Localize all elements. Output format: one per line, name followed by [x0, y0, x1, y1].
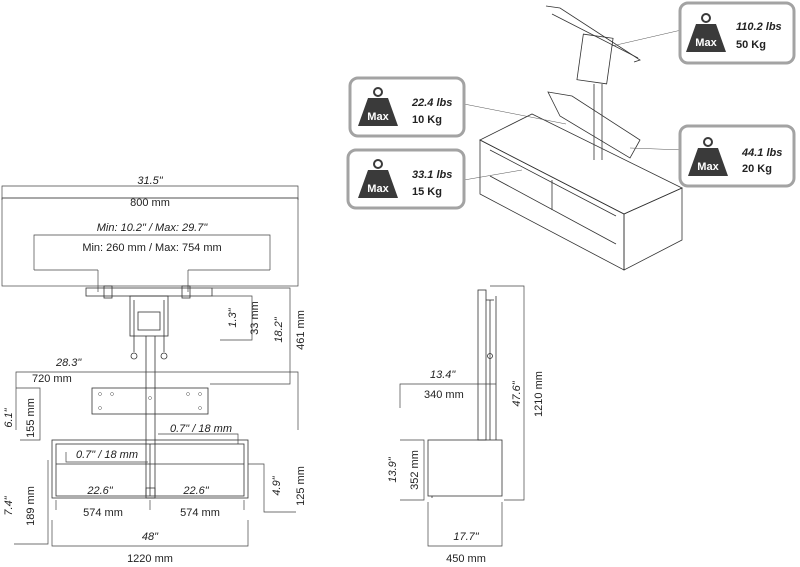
upper-height-mm: 461 mm — [295, 310, 307, 350]
max-weight-icon: Max — [358, 87, 398, 126]
shelf-width-mm: 720 mm — [32, 373, 72, 385]
side-view: 13.4" 340 mm 47.6" 1210 mm 13.9" 352 mm … — [387, 285, 545, 565]
side-total-height-mm: 1210 mm — [533, 371, 545, 417]
upper-height-inch: 18.2" — [273, 316, 285, 342]
base-height-mm: 189 mm — [25, 486, 37, 526]
side-depth-upper-mm: 340 mm — [424, 389, 464, 401]
base-height-inch: 7.4" — [3, 495, 15, 515]
side-depth-upper-inch: 13.4" — [430, 369, 456, 381]
tv-max-kg: 50 Kg — [736, 39, 766, 51]
weight-badge-tv: Max 110.2 lbs 50 Kg — [611, 1, 796, 65]
compartment-right-mm: 574 mm — [180, 507, 220, 519]
bracket-height-mm: 33 mm — [249, 301, 261, 335]
side-total-height-inch: 47.6" — [511, 380, 523, 406]
front-view: 31.5" 800 mm Min: 10.2" / Max: 29.7" Min… — [1, 175, 307, 565]
inner-thickness-label: 0.7" / 18 mm — [76, 449, 138, 461]
svg-text:Max: Max — [367, 183, 389, 195]
max-weight-icon: Max — [686, 13, 726, 52]
side-depth-inch: 17.7" — [453, 531, 479, 543]
top-width-mm: 800 mm — [130, 197, 170, 209]
max-weight-icon: Max — [688, 137, 728, 176]
svg-text:Max: Max — [697, 161, 719, 173]
weight-badge-top: Max 44.1 lbs 20 Kg — [629, 124, 796, 188]
max-weight-icon: Max — [358, 159, 398, 198]
inner-max-lbs: 33.1 lbs — [412, 169, 452, 181]
compartment-left-mm: 574 mm — [83, 507, 123, 519]
top-thickness-label: 0.7" / 18 mm — [170, 423, 232, 435]
svg-text:Max: Max — [695, 37, 717, 49]
weight-badge-shelf: Max 22.4 lbs 10 Kg — [348, 76, 567, 138]
perspective-view — [479, 5, 683, 271]
top-width-inch: 31.5" — [137, 175, 163, 187]
compartment-left-inch: 22.6" — [86, 485, 113, 497]
adjust-width-inch: Min: 10.2" / Max: 29.7" — [97, 222, 209, 234]
side-cabinet-height-inch: 13.9" — [387, 456, 399, 482]
top-max-kg: 20 Kg — [742, 163, 772, 175]
top-max-lbs: 44.1 lbs — [741, 147, 782, 159]
shelf-max-lbs: 22.4 lbs — [411, 97, 452, 109]
adjust-width-mm: Min: 260 mm / Max: 754 mm — [82, 242, 221, 254]
svg-text:Max: Max — [367, 111, 389, 123]
tv-max-lbs: 110.2 lbs — [736, 21, 782, 33]
shelf-max-kg: 10 Kg — [412, 114, 442, 126]
shelf-width-inch: 28.3" — [55, 357, 82, 369]
side-depth-mm: 450 mm — [446, 553, 486, 565]
compartment-right-inch: 22.6" — [182, 485, 209, 497]
shelf-height-inch: 6.1" — [3, 407, 15, 427]
total-width-inch: 48" — [142, 531, 159, 543]
compartment-height-mm: 125 mm — [295, 466, 307, 506]
shelf-height-mm: 155 mm — [25, 398, 37, 438]
compartment-height-inch: 4.9" — [271, 475, 283, 495]
inner-max-kg: 15 Kg — [412, 186, 442, 198]
total-width-mm: 1220 mm — [127, 553, 173, 565]
bracket-height-inch: 1.3" — [227, 307, 239, 327]
side-cabinet-height-mm: 352 mm — [409, 450, 421, 490]
weight-badge-inner: Max 33.1 lbs 15 Kg — [346, 148, 523, 210]
